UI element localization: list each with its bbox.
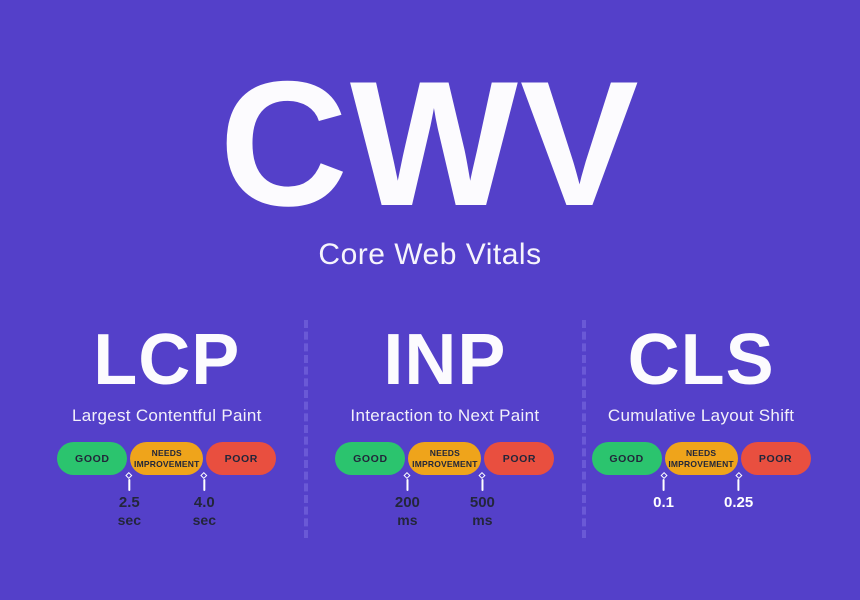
- metric-column-lcp: LCP Largest Contentful Paint GOOD NEEDS …: [0, 318, 304, 547]
- page-title: CWV: [219, 44, 641, 243]
- rating-pill-needs-improvement: NEEDS IMPROVEMENT: [130, 442, 204, 476]
- pill-label: NEEDS: [151, 448, 182, 459]
- marker-line: [203, 479, 206, 492]
- pill-label: GOOD: [75, 452, 110, 465]
- thresholds: 0.1 0.25: [592, 472, 811, 547]
- marker-line: [662, 479, 665, 492]
- column-divider: [582, 320, 587, 539]
- rating-pill-needs-improvement: NEEDS IMPROVEMENT: [408, 442, 482, 476]
- metric-name: Cumulative Layout Shift: [607, 406, 795, 426]
- rating-pill-poor: POOR: [206, 442, 277, 476]
- pill-label: NEEDS: [685, 448, 717, 459]
- rating-scale: GOOD NEEDS IMPROVEMENT POOR: [57, 442, 277, 476]
- pill-label: NEEDS: [429, 448, 461, 459]
- rating-scale: GOOD NEEDS IMPROVEMENT POOR: [591, 442, 811, 476]
- rating-pill-good: GOOD: [335, 442, 406, 476]
- threshold-value: 2.5: [118, 494, 140, 512]
- threshold-unit: ms: [397, 512, 418, 529]
- threshold-marker: 4.0 sec: [192, 472, 216, 529]
- threshold-unit: sec: [117, 512, 141, 529]
- threshold-value: 0.1: [653, 494, 675, 512]
- cwv-infographic: { "page": { "title": "CWV", "subtitle": …: [0, 44, 860, 600]
- pill-label: GOOD: [353, 452, 388, 465]
- threshold-unit: sec: [192, 512, 216, 529]
- rating-scale: GOOD NEEDS IMPROVEMENT POOR: [335, 442, 555, 476]
- metric-abbr: LCP: [93, 320, 241, 401]
- rating-pill-good: GOOD: [591, 442, 662, 476]
- marker-line: [406, 479, 409, 492]
- rating-pill-good: GOOD: [57, 442, 128, 476]
- marker-line: [481, 479, 484, 492]
- threshold-marker: 200 ms: [394, 472, 420, 529]
- threshold-value: 500: [469, 494, 495, 512]
- pill-label: IMPROVEMENT: [668, 458, 734, 469]
- threshold-marker: 0.25: [723, 472, 754, 512]
- threshold-unit: ms: [472, 512, 493, 529]
- metric-column-inp: INP Interaction to Next Paint GOOD NEEDS…: [308, 318, 583, 547]
- page-subtitle: Core Web Vitals: [318, 238, 542, 272]
- pill-label: POOR: [502, 452, 537, 465]
- threshold-marker: 500 ms: [469, 472, 495, 529]
- pin-icon: [735, 472, 743, 480]
- pill-label: IMPROVEMENT: [134, 458, 200, 469]
- metrics-row: LCP Largest Contentful Paint GOOD NEEDS …: [0, 318, 860, 547]
- rating-pill-needs-improvement: NEEDS IMPROVEMENT: [664, 442, 738, 476]
- threshold-marker: 0.1: [653, 472, 675, 512]
- thresholds: 2.5 sec 4.0 sec: [57, 472, 276, 547]
- threshold-value: 200: [394, 494, 420, 512]
- marker-line: [128, 479, 131, 492]
- threshold-value: 0.25: [723, 494, 754, 512]
- pill-label: POOR: [758, 452, 793, 465]
- column-divider: [303, 320, 308, 539]
- metric-abbr: CLS: [627, 320, 775, 401]
- metric-name: Interaction to Next Paint: [350, 406, 540, 426]
- threshold-value: 4.0: [193, 494, 215, 512]
- metric-name: Largest Contentful Paint: [72, 406, 262, 426]
- rating-pill-poor: POOR: [484, 442, 555, 476]
- metric-abbr: INP: [383, 320, 507, 401]
- pill-label: POOR: [224, 452, 258, 465]
- threshold-marker: 2.5 sec: [117, 472, 141, 529]
- pill-label: IMPROVEMENT: [412, 458, 478, 469]
- pill-label: GOOD: [609, 452, 644, 465]
- pin-icon: [660, 472, 668, 480]
- thresholds: 200 ms 500 ms: [335, 472, 554, 547]
- marker-line: [737, 479, 740, 492]
- metric-column-cls: CLS Cumulative Layout Shift GOOD NEEDS I…: [586, 318, 860, 547]
- rating-pill-poor: POOR: [740, 442, 811, 476]
